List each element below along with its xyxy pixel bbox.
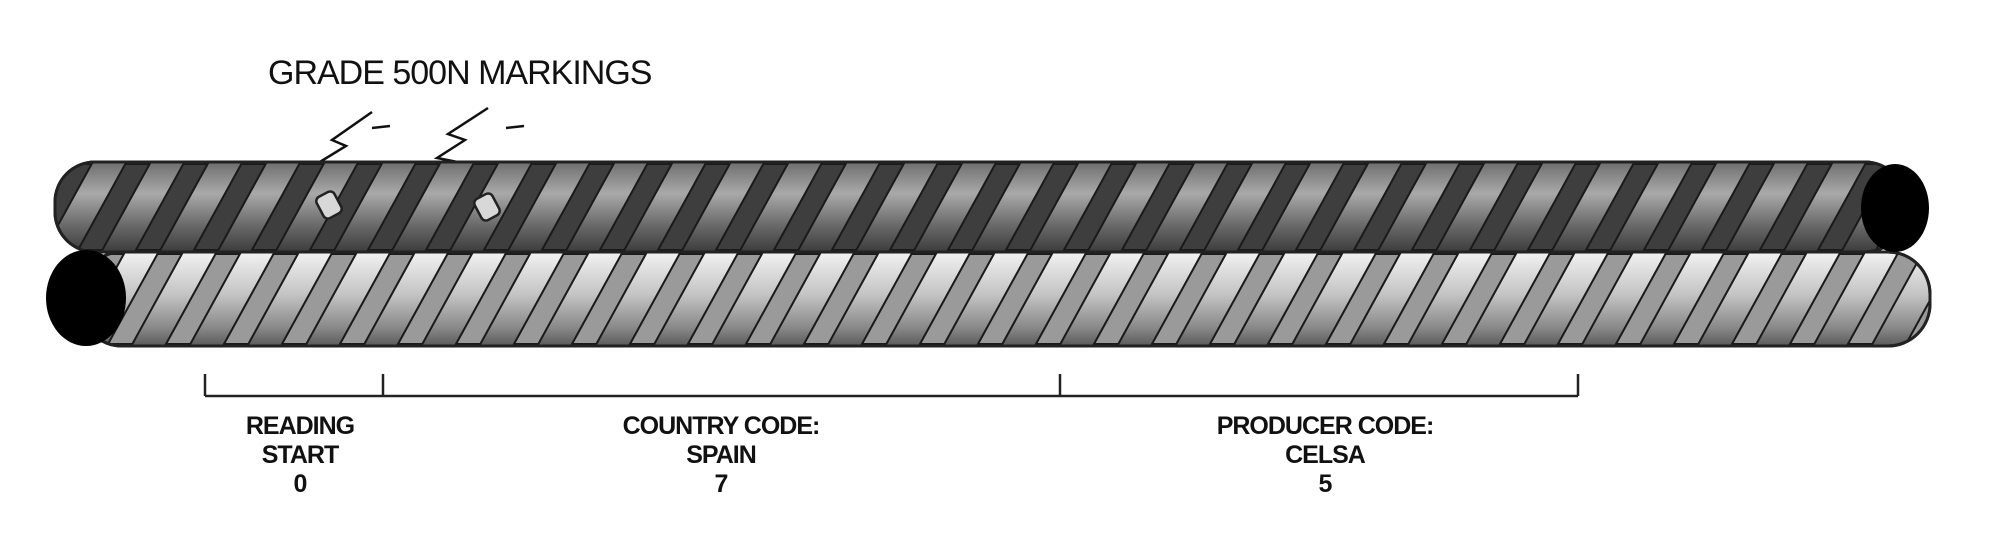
segment-reading-start: READING START 0 [246,412,355,498]
rebar-rib [628,253,706,345]
rebar-rib [1004,163,1080,251]
rebar-rib [1758,163,1834,251]
rebar-rib [164,253,242,345]
rebar-rib [192,163,268,251]
rebar-rib [860,253,938,345]
rebar-rib [540,163,616,251]
rebar-rib [888,163,964,251]
rebar-rib [366,163,442,251]
segment-label-line2: START [262,441,339,469]
rebar-rib [714,163,790,251]
rebar-rib [1556,253,1634,345]
rebar-rib [424,163,500,251]
rebar-rib [1208,253,1286,345]
rebar-rib [280,253,358,345]
grade-marks [315,190,501,222]
rebar-rib [1266,253,1344,345]
rebar-rib [1294,163,1370,251]
grade-mark-1 [315,190,343,220]
segment-label-line1: READING [246,412,354,440]
rebar-rib [1700,163,1776,251]
rebar-rib [134,163,210,251]
segment-brackets [203,374,1580,398]
segment-label-line2: CELSA [1285,441,1366,469]
rebar-rib [1440,253,1518,345]
grade-mark-2 [473,192,501,222]
grade-markings-title: GRADE 500N MARKINGS [268,54,652,92]
rebar-rib [1614,253,1692,345]
rebar-rib [1642,163,1718,251]
rebar-rib [1584,163,1660,251]
rebar-rib [918,253,996,345]
rebar-rib [1730,253,1808,345]
rebar-bottom [78,250,1932,348]
bar-end-caps [46,164,1929,346]
rebar-rib [106,253,184,345]
rebar-bottom-ribs [80,253,1930,345]
rebar-rib [454,253,532,345]
segment-label-line1: COUNTRY CODE: [623,412,820,440]
rebar-rib [308,163,384,251]
rebar-rib [744,253,822,345]
rebar-rib [1324,253,1402,345]
rebar-rib [1034,253,1112,345]
rebar-rib [1352,163,1428,251]
rebar-rib [1498,253,1576,345]
segment-label-line2: SPAIN [686,441,756,469]
rebar-rib [1092,253,1170,345]
segment-country-code: COUNTRY CODE: SPAIN 7 [623,412,821,498]
rebar-rib [802,253,880,345]
rebar-rib [76,163,152,251]
pointer-dash-1 [371,124,391,130]
rebar-rib [1150,253,1228,345]
rebar-rib [656,163,732,251]
segment-label-line1: PRODUCER CODE: [1217,412,1434,440]
rebar-rib [1382,253,1460,345]
segment-code: 0 [294,470,307,498]
rebar-rib [686,253,764,345]
rebar-rib [1410,163,1486,251]
rebar-rib [946,163,1022,251]
rebar-rib [1062,163,1138,251]
rebar-rib [1672,253,1750,345]
end-cap-bottom-left [46,250,126,346]
rebar-rib [1468,163,1544,251]
rebar-rib [598,163,674,251]
rebar-rib [482,163,558,251]
rebar-rib [250,163,326,251]
rebar-rib [570,253,648,345]
rebar-rib [396,253,474,345]
rebar-rib [976,253,1054,345]
rebar-rib [1178,163,1254,251]
rebar-top [53,160,1907,254]
rebar-rib [1526,163,1602,251]
segment-code: 7 [715,470,728,498]
pointer-zigzag-2 [433,106,489,168]
rebar-rib [512,253,590,345]
rebar-rib [830,163,906,251]
rebar-rib [1236,163,1312,251]
end-cap-top-right [1861,164,1929,252]
segment-code: 5 [1319,470,1333,498]
rebar-rib [1788,253,1866,345]
rebar-rib [338,253,416,345]
segment-producer-code: PRODUCER CODE: CELSA 5 [1217,412,1435,498]
pointer-dash-2 [505,124,525,130]
rebar-rib [1120,163,1196,251]
rebar-rib [222,253,300,345]
rebar-rib [772,163,848,251]
